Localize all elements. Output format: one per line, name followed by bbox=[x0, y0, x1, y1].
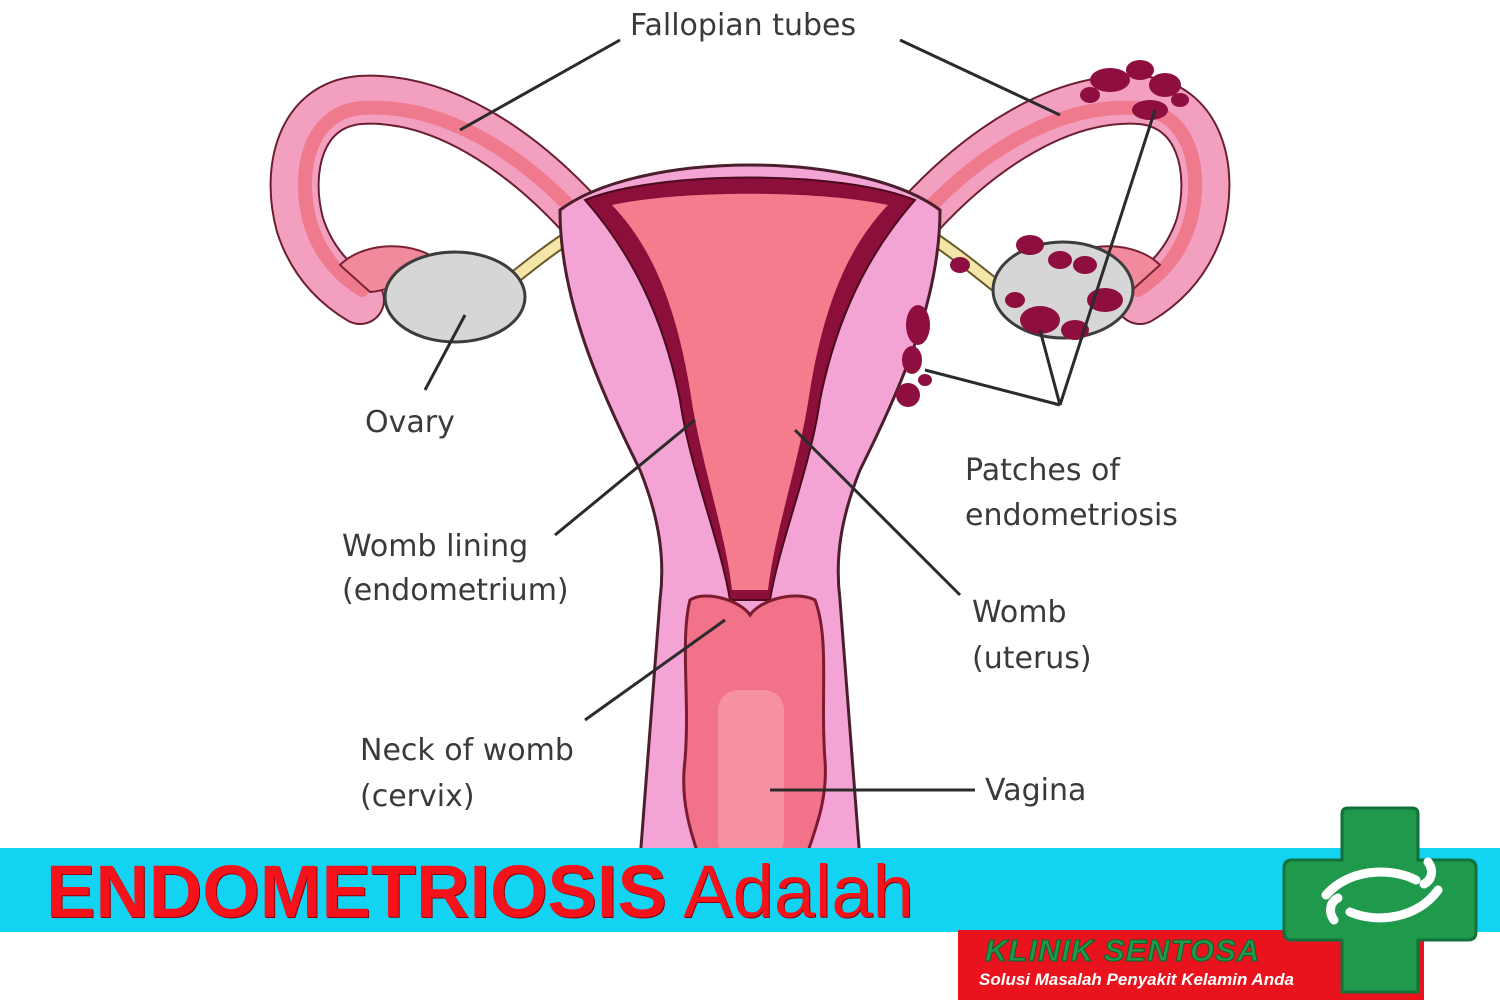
banner-title-bold: ENDOMETRIOSIS bbox=[46, 850, 667, 933]
label-ovary: Ovary bbox=[365, 405, 455, 440]
caring-hands-icon bbox=[1321, 857, 1443, 925]
label-neck-line1: Neck of womb bbox=[360, 733, 574, 768]
endometriosis-patches bbox=[896, 60, 1189, 407]
label-womb-line1: Womb bbox=[972, 595, 1067, 630]
label-patches-line1: Patches of bbox=[965, 453, 1121, 488]
banner-title: ENDOMETRIOSIS Adalah bbox=[46, 852, 914, 932]
banner-title-rest: Adalah bbox=[683, 850, 914, 933]
label-womb-lining-line1: Womb lining bbox=[342, 529, 528, 564]
label-fallopian-tubes: Fallopian tubes bbox=[630, 8, 856, 43]
label-vagina: Vagina bbox=[985, 773, 1086, 808]
womb-cavity bbox=[612, 193, 888, 590]
leader-lines bbox=[423, 38, 1157, 792]
fallopian-tubes bbox=[269, 74, 1231, 325]
title-banner bbox=[0, 848, 1500, 932]
label-womb-lining-line2: (endometrium) bbox=[342, 573, 569, 608]
diagram-labels: Fallopian tubes Ovary Patches of endomet… bbox=[342, 8, 1178, 814]
left-ovary bbox=[383, 250, 527, 344]
vagina-canal bbox=[718, 690, 784, 860]
label-patches-line2: endometriosis bbox=[965, 498, 1178, 533]
label-womb-line2: (uterus) bbox=[972, 641, 1092, 676]
klinik-tagline: Solusi Masalah Penyakit Kelamin Anda bbox=[979, 970, 1294, 989]
label-neck-line2: (cervix) bbox=[360, 779, 475, 814]
klinik-name: KLINIK SENTOSA bbox=[984, 933, 1261, 968]
medical-cross-logo-icon bbox=[1282, 806, 1478, 994]
